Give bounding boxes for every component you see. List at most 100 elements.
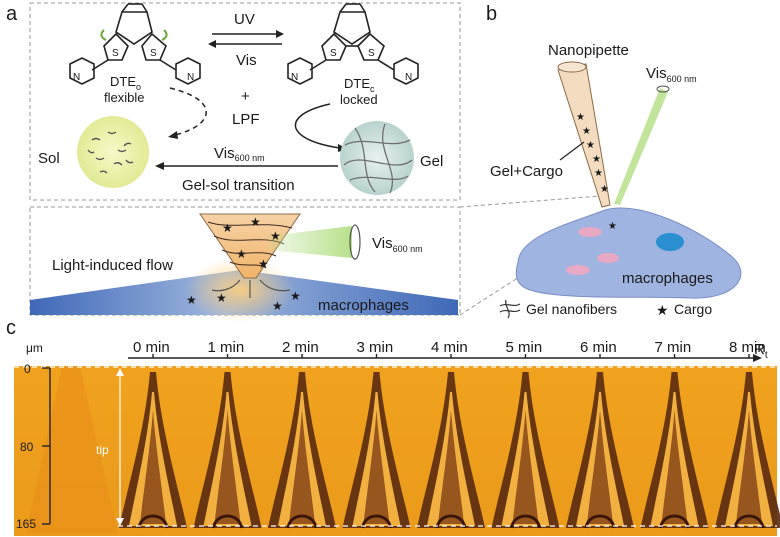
light-source-b — [656, 85, 670, 93]
svg-text:★: ★ — [236, 247, 247, 261]
dte-closed-label: DTEc — [344, 76, 375, 94]
y-tick-80: 80 — [20, 440, 34, 454]
dte-open-n2: N — [187, 72, 194, 83]
y-tick-165: 165 — [16, 517, 36, 531]
cell-vesicle-3 — [566, 265, 590, 275]
kymo-frame-2 — [268, 372, 336, 529]
dte-closed-molecule — [287, 3, 419, 85]
dte-open-n1: N — [73, 72, 80, 83]
vis600-label-b: Vis600 nm — [646, 65, 697, 84]
panel-b: b Nanopipette ★ ★ ★ ★ ★ ★ Vis600 nm Gel+Carg… — [486, 3, 742, 319]
svg-text:★: ★ — [600, 184, 609, 195]
tip-label: tip — [96, 443, 109, 457]
sol-label: Sol — [38, 150, 60, 167]
panel-a: a S S N N DTEo flexible UV Vis — [6, 2, 601, 322]
gel-cargo-pointer — [559, 141, 585, 161]
dte-open-label: DTEo — [110, 74, 141, 92]
nanopipette-mouth — [557, 61, 587, 73]
legend-cargo: Cargo — [674, 301, 712, 317]
plus-sign: + — [241, 88, 250, 105]
svg-text:★: ★ — [290, 289, 301, 303]
kymo-frame-0 — [119, 372, 187, 529]
tip-arrow-top — [116, 368, 124, 376]
nanopipette-cone — [199, 213, 301, 279]
svg-text:★: ★ — [222, 221, 233, 235]
dashed-curve-arrow — [169, 87, 207, 136]
svg-text:★: ★ — [250, 215, 261, 229]
svg-text:★: ★ — [270, 229, 281, 243]
kymo-frame-3 — [342, 372, 411, 529]
kymo-frame-7 — [640, 372, 709, 529]
light-beam — [268, 226, 352, 258]
svg-text:★: ★ — [582, 126, 591, 137]
cargo-legend-icon: ★ — [656, 302, 669, 318]
solid-curve-arrow — [294, 103, 341, 149]
dte-open-state: flexible — [104, 90, 144, 105]
time-label-1: 1 min — [208, 339, 245, 356]
sol-fragments — [87, 131, 134, 174]
svg-text:★: ★ — [186, 293, 197, 307]
sol-circle — [77, 116, 149, 188]
kymo-frame-6 — [566, 372, 634, 529]
panel-b-label: b — [486, 3, 497, 25]
dte-closed-n2: N — [405, 72, 412, 83]
cargo-stars-b: ★★★ ★★★ — [576, 112, 609, 195]
kymo-frames — [119, 372, 780, 529]
dashed-curve-arrow-head — [168, 131, 178, 139]
zoom-line-top — [459, 195, 601, 208]
flow-label: Light-induced flow — [52, 257, 173, 274]
nanopipette-label: Nanopipette — [548, 42, 629, 59]
svg-text:★: ★ — [216, 291, 227, 305]
transition-label: Gel-sol transition — [182, 177, 295, 194]
vis-arrow-head — [208, 40, 216, 48]
flow-arrows — [211, 279, 291, 298]
dte-closed-s2: S — [368, 48, 375, 59]
gel-cargo-label: Gel+Cargo — [490, 163, 563, 180]
gel-fibers — [343, 123, 413, 194]
cargo-star-cell: ★ — [608, 221, 617, 232]
time-label-0: 0 min — [133, 339, 170, 356]
time-axis-label: Rt — [754, 341, 768, 361]
svg-text:★: ★ — [586, 140, 595, 151]
dte-open-s2: S — [150, 48, 157, 59]
light-source — [349, 224, 361, 260]
cell-nucleus — [656, 233, 684, 251]
time-label-6: 6 min — [580, 339, 617, 356]
uv-arrow-head — [276, 30, 284, 38]
time-axis-head — [753, 354, 762, 362]
light-beam-b — [614, 88, 668, 205]
dte-open-s1: S — [112, 48, 119, 59]
nanofibers-legend-icon — [499, 299, 521, 319]
time-label-5: 5 min — [506, 339, 543, 356]
kymo-frame-8 — [715, 372, 780, 529]
time-label-3: 3 min — [357, 339, 394, 356]
time-label-2: 2 min — [282, 339, 319, 356]
y-tick-0: 0 — [24, 362, 31, 376]
svg-text:★: ★ — [576, 112, 585, 123]
macrophages-label-b: macrophages — [622, 270, 713, 287]
macrophages-label-a: macrophages — [318, 297, 409, 314]
lpf-label: LPF — [232, 111, 260, 128]
cell-vesicle-1 — [578, 227, 602, 237]
vis600-label-flow: Vis600 nm — [372, 235, 423, 254]
kymo-frame-4 — [417, 372, 485, 529]
kymo-first-tip — [26, 366, 118, 534]
uv-label: UV — [234, 11, 255, 28]
y-unit: μm — [26, 341, 43, 355]
svg-text:★: ★ — [258, 257, 269, 271]
kymo-frame-5 — [491, 372, 560, 529]
legend-nanofibers: Gel nanofibers — [526, 301, 617, 317]
flow-glow — [185, 258, 295, 322]
dte-closed-n1: N — [291, 72, 298, 83]
gel-circle — [340, 121, 414, 195]
dte-closed-s1: S — [330, 48, 337, 59]
svg-text:★: ★ — [594, 168, 603, 179]
rotation-arrow-right — [161, 29, 168, 41]
kymo-frame-1 — [193, 372, 262, 529]
dte-closed-state: locked — [340, 92, 378, 107]
dte-open-molecule — [69, 3, 201, 85]
gel-label: Gel — [420, 153, 443, 170]
macrophage-cell — [515, 207, 742, 299]
